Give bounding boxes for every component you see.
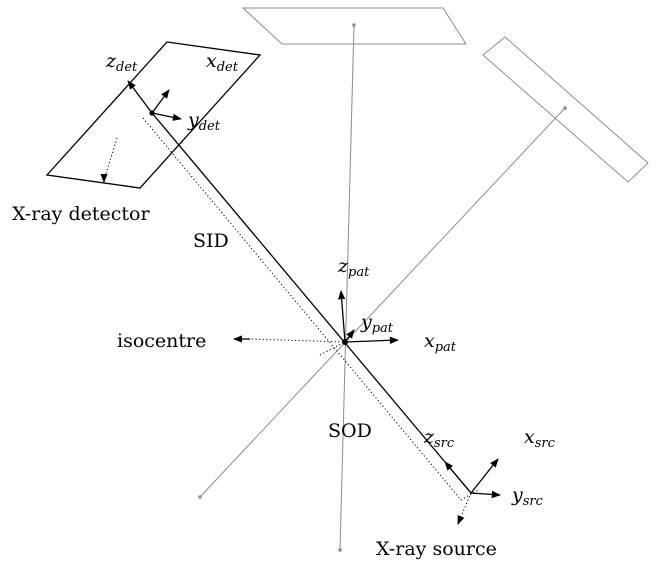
- patient-z-label: zpat: [337, 255, 370, 280]
- isocentre-label: isocentre: [117, 330, 206, 352]
- left-point: [198, 495, 202, 499]
- detector-normal-dotted: [103, 137, 118, 181]
- source-pointer-dotted: [459, 492, 472, 520]
- detector-x-axis: [151, 89, 170, 114]
- source-x-axis: [470, 458, 499, 494]
- xray-source-label: X-ray source: [376, 538, 497, 560]
- diagonal-projection-line: [199, 107, 566, 498]
- vertical-projection-line: [339, 24, 355, 551]
- source-z-label: zsrc: [423, 426, 455, 451]
- source-x-label: xsrc: [524, 426, 556, 451]
- detector-z-axis: [127, 80, 153, 114]
- source-y-axis: [470, 490, 501, 499]
- source-z-axis: [444, 461, 472, 494]
- bottom-point: [338, 548, 342, 552]
- beam-dotted-outline: [142, 117, 479, 501]
- detector-plane: [45, 41, 262, 189]
- sod-label: SOD: [328, 420, 372, 442]
- sid-label: SID: [193, 230, 229, 252]
- xray-detector-label: X-ray detector: [12, 203, 150, 225]
- side-projection-plane: [482, 36, 649, 183]
- patient-z-axis: [338, 290, 346, 343]
- source-y-label: ysrc: [511, 484, 544, 509]
- top-projection-plane: [241, 7, 467, 45]
- side-plane-point: [563, 106, 567, 110]
- patient-x-label: xpat: [424, 330, 457, 355]
- isocentre-pointer-dotted: [249, 338, 344, 343]
- top-plane-point: [352, 23, 356, 27]
- detector-z-label: zdet: [105, 50, 138, 75]
- patient-x-axis: [344, 336, 399, 344]
- central-beam-line: [151, 112, 472, 494]
- sod-dotted-bracket: [319, 341, 346, 356]
- detector-y-label: ydet: [187, 109, 221, 134]
- patient-y-label: ypat: [360, 311, 394, 336]
- grey-projection-geometry: [198, 7, 649, 552]
- source-pointer-arrow: [457, 515, 465, 525]
- detector-y-axis: [151, 112, 182, 121]
- detector-x-label: xdet: [206, 50, 239, 75]
- patient-y-axis: [344, 329, 355, 343]
